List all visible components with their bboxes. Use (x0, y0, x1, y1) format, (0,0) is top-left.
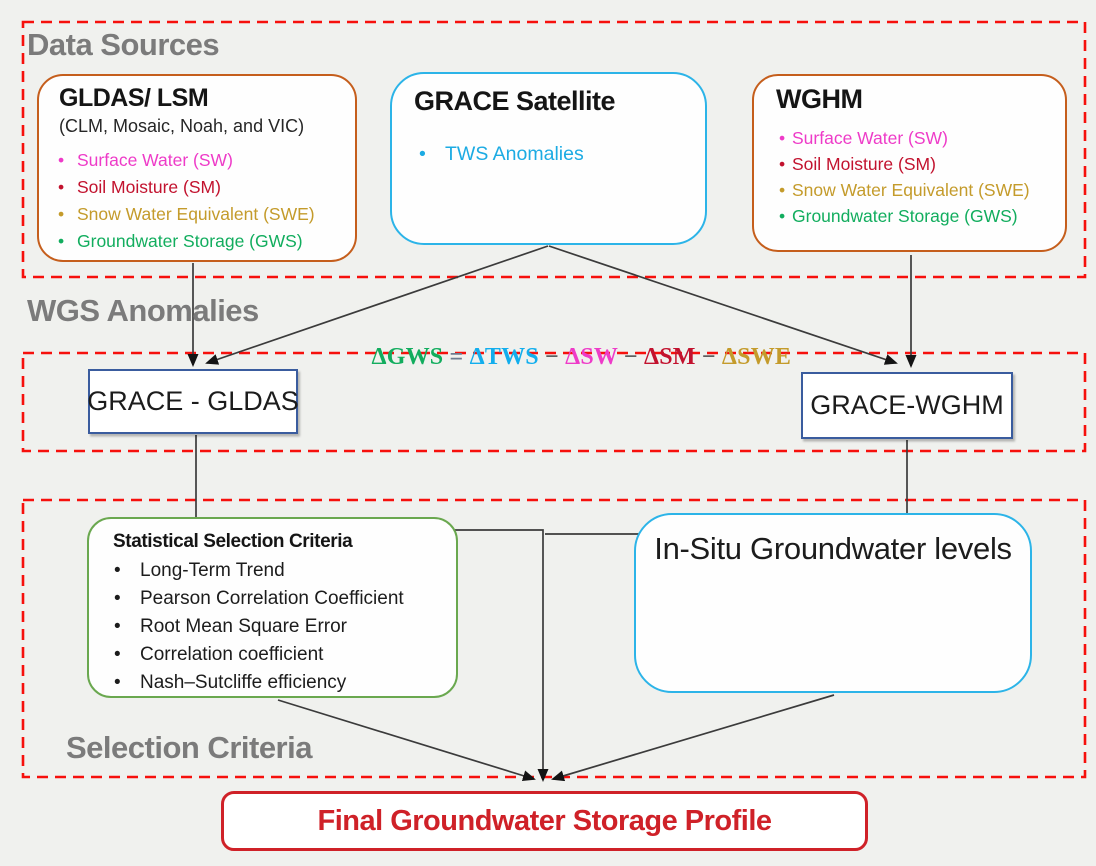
arrow-insitu-to-final (551, 694, 835, 782)
list-item: Nash–Sutcliffe efficiency (89, 669, 456, 697)
gws-anomaly-equation: ΔGWS = ΔTWS − ΔSW − ΔSM − ΔSWE (348, 317, 791, 398)
list-item: Soil Moisture (SM) (39, 174, 355, 201)
equation-part: ΔSW (565, 344, 618, 370)
wghm-box: WGHM Surface Water (SW) Soil Moisture (S… (752, 74, 1067, 252)
list-item: Pearson Correlation Coefficient (89, 585, 456, 613)
grace-bullet-list: TWS Anomalies (392, 141, 705, 168)
list-item: Groundwater Storage (GWS) (39, 228, 355, 255)
list-item-label: Soil Moisture (SM) (77, 177, 221, 197)
list-item-label: Nash–Sutcliffe efficiency (140, 672, 347, 693)
data-sources-label: Data Sources (27, 27, 220, 62)
list-item-label: TWS Anomalies (445, 143, 584, 165)
list-item-label: Snow Water Equivalent (SWE) (792, 180, 1030, 200)
arrow-statistical-to-final (277, 699, 536, 782)
list-item: Surface Water (SW) (39, 147, 355, 174)
list-item: Surface Water (SW) (754, 125, 1065, 151)
statistical-criteria-list: Long-Term Trend Pearson Correlation Coef… (89, 557, 456, 697)
grace-wghm-box: GRACE-WGHM (801, 372, 1013, 439)
list-item: Snow Water Equivalent (SWE) (754, 177, 1065, 203)
gldas-lsm-box: GLDAS/ LSM (CLM, Mosaic, Noah, and VIC) … (37, 74, 357, 262)
grace-wghm-label: GRACE-WGHM (810, 390, 1004, 420)
grace-satellite-box: GRACE Satellite TWS Anomalies (390, 72, 707, 245)
gldas-bullet-list: Surface Water (SW) Soil Moisture (SM) Sn… (39, 147, 355, 255)
final-groundwater-storage-profile-box: Final Groundwater Storage Profile (221, 791, 868, 851)
list-item-label: Surface Water (SW) (792, 128, 948, 148)
insitu-groundwater-label: In-Situ Groundwater levels (654, 531, 1012, 566)
insitu-groundwater-box: In-Situ Groundwater levels (634, 513, 1032, 693)
list-item-label: Soil Moisture (SM) (792, 154, 936, 174)
equation-part: − (617, 344, 644, 370)
list-item-label: Surface Water (SW) (77, 150, 233, 170)
list-item-label: Root Mean Square Error (140, 616, 347, 637)
list-item: Root Mean Square Error (89, 613, 456, 641)
wgs-anomalies-label: WGS Anomalies (27, 293, 259, 328)
statistical-criteria-title: Statistical Selection Criteria (113, 531, 353, 552)
list-item-label: Snow Water Equivalent (SWE) (77, 204, 315, 224)
grace-satellite-title: GRACE Satellite (414, 86, 616, 116)
statistical-selection-criteria-box: Statistical Selection Criteria Long-Term… (87, 517, 458, 698)
grace-gldas-label: GRACE - GLDAS (87, 386, 299, 416)
wghm-bullet-list: Surface Water (SW) Soil Moisture (SM) Sn… (754, 125, 1065, 229)
list-item-label: Groundwater Storage (GWS) (792, 206, 1018, 226)
gldas-subtitle: (CLM, Mosaic, Noah, and VIC) (59, 116, 305, 136)
list-item: TWS Anomalies (392, 141, 705, 168)
equation-part: ΔSM (643, 344, 696, 370)
list-item-label: Long-Term Trend (140, 560, 285, 581)
final-box-label: Final Groundwater Storage Profile (317, 804, 772, 837)
list-item: Groundwater Storage (GWS) (754, 203, 1065, 229)
equation-part: ΔGWS (371, 344, 444, 370)
list-item-label: Groundwater Storage (GWS) (77, 231, 303, 251)
equation-part: ΔTWS (469, 344, 539, 370)
equation-part: − (695, 344, 722, 370)
gldas-title: GLDAS/ LSM (59, 84, 209, 112)
selection-criteria-label: Selection Criteria (66, 730, 312, 765)
grace-gldas-box: GRACE - GLDAS (87, 369, 299, 434)
wghm-title: WGHM (776, 84, 863, 114)
list-item-label: Pearson Correlation Coefficient (140, 588, 404, 609)
list-item: Snow Water Equivalent (SWE) (39, 201, 355, 228)
list-item: Correlation coefficient (89, 641, 456, 669)
equation-part: = (443, 344, 470, 370)
list-item: Long-Term Trend (89, 557, 456, 585)
equation-part: ΔSWE (721, 344, 792, 370)
list-item-label: Correlation coefficient (140, 644, 324, 665)
equation-part: − (538, 344, 566, 370)
list-item: Soil Moisture (SM) (754, 151, 1065, 177)
